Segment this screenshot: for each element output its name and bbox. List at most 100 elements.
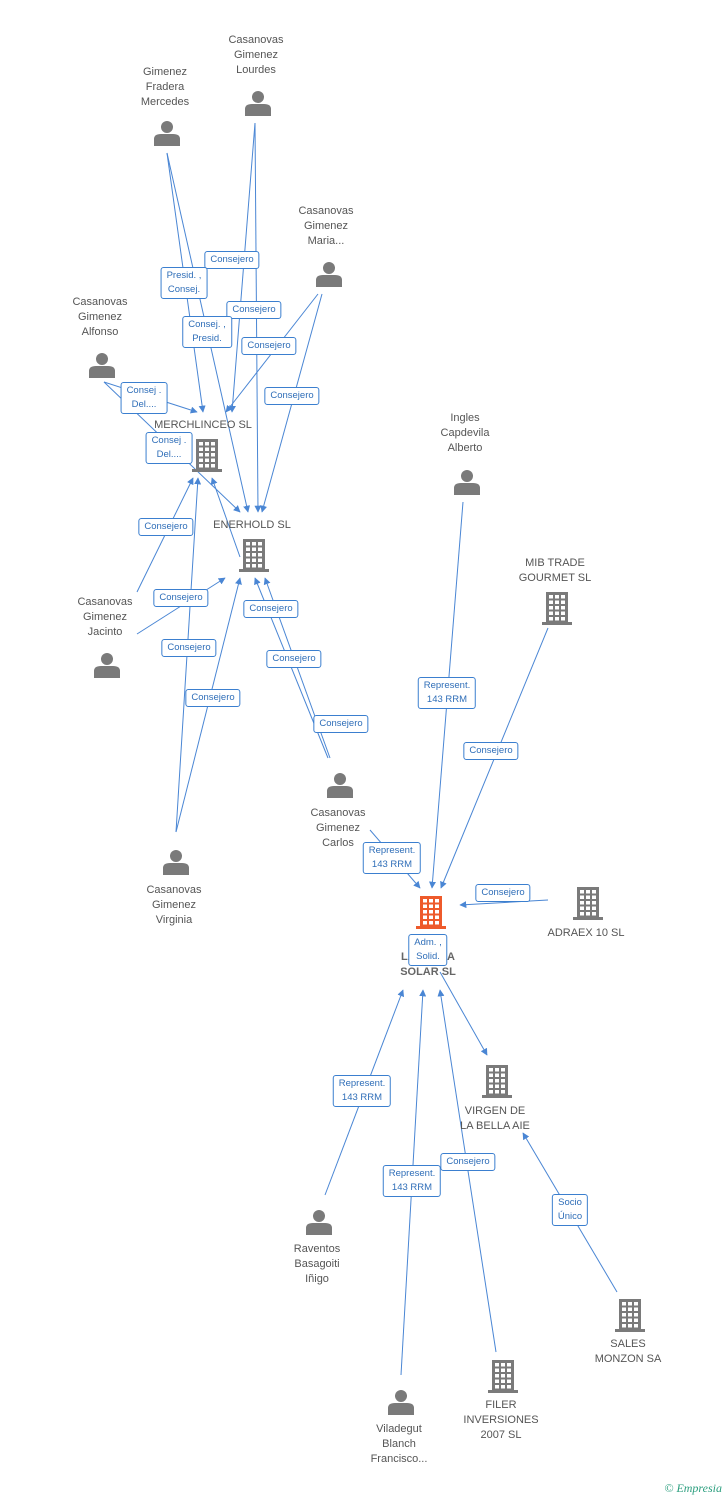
edge-label-e14[interactable]: Consejero <box>266 650 322 668</box>
edge-label-line: Consej . <box>151 435 187 446</box>
node-label-line: Mercedes <box>140 96 190 108</box>
edge-label-e22[interactable]: Represent.143 RRM <box>382 1165 442 1197</box>
edge-label-e8[interactable]: Consej .Del.... <box>145 432 193 464</box>
edge-label-e15[interactable]: Consejero <box>313 715 369 733</box>
node-label-line: ADRAEX 10 SL <box>547 927 625 939</box>
edge-label-line: Consejero <box>481 887 525 898</box>
edge-label-e18[interactable]: Represent.143 RRM <box>362 842 422 874</box>
person-icon <box>388 1390 414 1415</box>
edge-label-e3[interactable]: Consejero <box>226 301 282 319</box>
node-label-line: Casanovas <box>146 884 202 896</box>
node-label-line: FILER <box>485 1399 517 1411</box>
edge-line <box>437 989 497 1353</box>
edge-label-e23[interactable]: Consejero <box>440 1153 496 1171</box>
node-label-line: Basagoiti <box>294 1258 340 1270</box>
edge-label-line: Consej . <box>126 385 162 396</box>
edge-label-line: Represent. <box>338 1078 386 1089</box>
edge-label-line: Represent. <box>388 1168 436 1179</box>
edge-label-e21[interactable]: Represent.143 RRM <box>332 1075 392 1107</box>
building-icon <box>542 592 572 625</box>
person-icon <box>316 262 342 287</box>
building-icon <box>488 1360 518 1393</box>
node-label-line: MERCHLINCEO SL <box>154 419 252 431</box>
edge-line <box>210 477 241 558</box>
node-label-line: ENERHOLD SL <box>213 519 291 531</box>
edge-label-line: Adm. , <box>414 937 442 948</box>
edge-label-e4[interactable]: Consej. ,Presid. <box>182 316 232 348</box>
node-label-enerhold[interactable]: ENERHOLD SL <box>213 518 291 533</box>
edge-label-e12[interactable]: Consejero <box>161 639 217 657</box>
edge-label-e20[interactable]: Adm. ,Solid. <box>408 934 448 966</box>
edge-label-e11[interactable]: Consejero <box>243 600 299 618</box>
edge-label-line: Consejero <box>167 642 211 653</box>
person-icon <box>94 653 120 678</box>
building-icon <box>239 539 269 572</box>
edge-label-e9[interactable]: Consejero <box>138 518 194 536</box>
node-label-line: GOURMET SL <box>518 572 592 584</box>
node-label-adraex[interactable]: ADRAEX 10 SL <box>547 926 624 941</box>
empresia-watermark[interactable]: © Empresia <box>664 1481 722 1496</box>
edge-label-e7[interactable]: Consej . Del.... <box>120 382 168 414</box>
node-label-line: Gimenez <box>77 311 123 323</box>
edge-label-e5[interactable]: Consejero <box>241 337 297 355</box>
person-icon <box>306 1210 332 1235</box>
edge-line <box>459 899 549 909</box>
edge-label-e13[interactable]: Consejero <box>185 689 241 707</box>
edge-label-line: Consej. , <box>188 319 226 330</box>
edge-label-line: Del.... <box>131 399 157 410</box>
building-icon <box>482 1065 512 1098</box>
edge-label-line: Socio <box>558 1197 582 1208</box>
node-label-line: Ingles <box>450 412 480 424</box>
node-label-line: Alfonso <box>81 326 119 338</box>
edge-label-e10[interactable]: Consejero <box>153 589 209 607</box>
edge-label-line: Consejero <box>144 521 188 532</box>
edge-label-e17[interactable]: Consejero <box>463 742 519 760</box>
node-label-line: Casanovas <box>77 596 133 608</box>
node-label-line: Gimenez <box>142 66 188 78</box>
node-label-merchlinceo[interactable]: MERCHLINCEO SL <box>154 418 252 433</box>
edge-label-line: Presid. , <box>166 270 202 281</box>
node-label-line: 2007 SL <box>480 1429 522 1441</box>
node-label-line: INVERSIONES <box>463 1414 539 1426</box>
node-label-line: LA BELLA AIE <box>460 1120 530 1132</box>
person-icon <box>454 470 480 495</box>
node-label-line: Blanch <box>382 1438 416 1450</box>
person-icon <box>245 91 271 116</box>
edge-label-line: Consejero <box>270 390 314 401</box>
node-label-line: Iñigo <box>305 1273 329 1285</box>
node-label-filer[interactable]: FILER INVERSIONES 2007 SL <box>463 1398 538 1443</box>
edge-label-e19[interactable]: Consejero <box>475 884 531 902</box>
edge-label-line: 143 RRM <box>426 694 468 705</box>
node-label-line: Lourdes <box>236 64 276 76</box>
edge-label-e1[interactable]: Consejero <box>204 251 260 269</box>
node-label-line: Gimenez <box>233 49 279 61</box>
node-label-line: Capdevila <box>440 427 490 439</box>
node-label-line: Virginia <box>155 914 193 926</box>
building-icon <box>573 887 603 920</box>
node-label-line: Alberto <box>447 442 483 454</box>
node-label-line: Carlos <box>322 837 354 849</box>
person-icon <box>89 353 115 378</box>
node-label-line: SOLAR SL <box>400 966 456 978</box>
edge-label-line: Consejero <box>319 718 363 729</box>
person-icon <box>327 773 353 798</box>
edge-label-line: Consej. <box>167 284 201 295</box>
edge-label-e6[interactable]: Consejero <box>264 387 320 405</box>
edge-label-e16[interactable]: Represent.143 RRM <box>417 677 477 709</box>
edge-label-e2[interactable]: Presid. , Consej. <box>160 267 208 299</box>
